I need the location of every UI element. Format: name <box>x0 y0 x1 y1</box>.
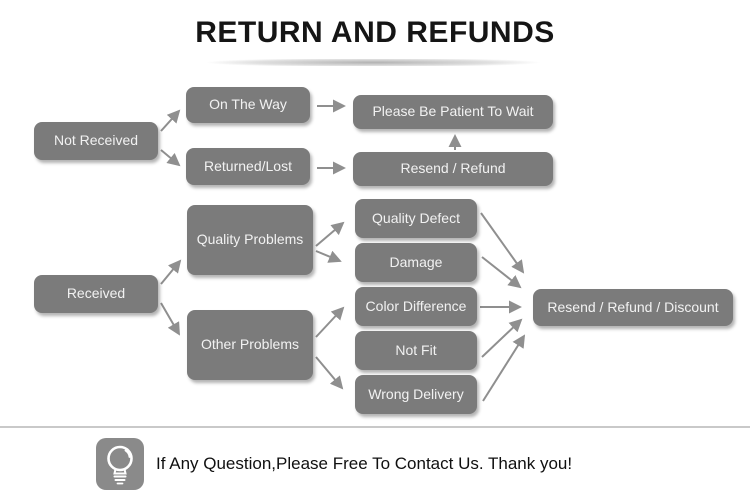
node-resend-refund-discount: Resend / Refund / Discount <box>533 289 733 326</box>
node-wrong-delivery: Wrong Delivery <box>355 375 477 414</box>
node-quality-defect: Quality Defect <box>355 199 477 238</box>
arrow-damage-to-discount <box>481 256 522 289</box>
node-damage: Damage <box>355 243 477 282</box>
node-not-received: Not Received <box>34 122 158 160</box>
page-title: RETURN AND REFUNDS <box>195 16 555 49</box>
arrow-quality-defect-to-discount <box>480 212 525 274</box>
node-not-fit: Not Fit <box>355 331 477 370</box>
contact-message: If Any Question,Please Free To Contact U… <box>156 454 573 473</box>
arrow-other-problems-to-wrong-delivery <box>315 356 344 390</box>
node-resend-refund: Resend / Refund <box>353 152 553 186</box>
title-underline <box>158 59 588 66</box>
node-other-problems: Other Problems <box>187 310 313 380</box>
arrow-not-fit-to-discount <box>481 318 523 358</box>
arrow-not-received-to-on-the-way <box>160 109 181 132</box>
lightbulb-icon <box>96 438 144 490</box>
arrow-quality-problems-to-damage <box>315 250 342 263</box>
arrow-other-problems-to-color-difference <box>315 306 345 338</box>
node-please-be-patient: Please Be Patient To Wait <box>353 95 553 129</box>
arrow-wrong-delivery-to-discount <box>482 334 526 402</box>
arrow-quality-problems-to-quality-defect <box>315 221 345 247</box>
arrow-received-to-other-problems <box>160 302 180 336</box>
node-color-difference: Color Difference <box>355 287 477 326</box>
node-returned-lost: Returned/Lost <box>186 148 310 185</box>
node-on-the-way: On The Way <box>186 87 310 123</box>
arrow-not-received-to-returned-lost <box>160 149 181 167</box>
node-received: Received <box>34 275 158 313</box>
footer-divider <box>0 426 750 428</box>
node-quality-problems: Quality Problems <box>187 205 313 275</box>
arrow-received-to-quality-problems <box>160 259 182 285</box>
